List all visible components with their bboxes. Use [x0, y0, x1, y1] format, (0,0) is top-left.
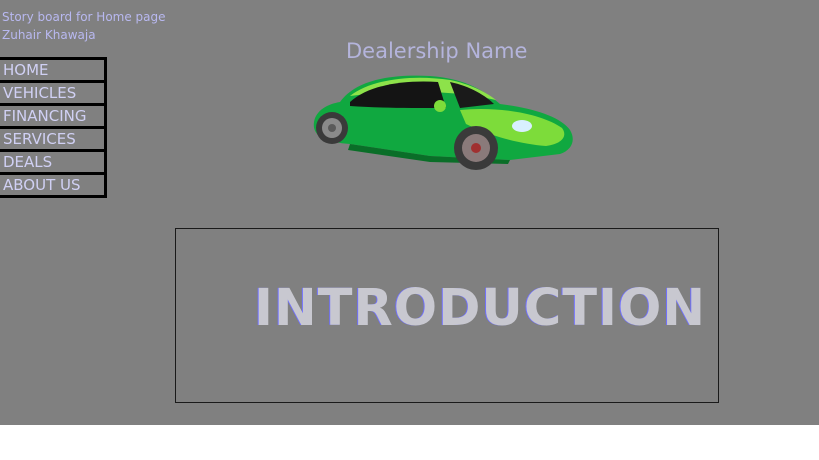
nav-item-home[interactable]: HOME	[0, 60, 104, 83]
car-rear-hub	[328, 124, 336, 132]
introduction-heading: INTRODUCTION	[254, 279, 707, 338]
main-nav: HOME VEHICLES FINANCING SERVICES DEALS A…	[0, 57, 107, 198]
nav-item-deals[interactable]: DEALS	[0, 152, 104, 175]
nav-item-services[interactable]: SERVICES	[0, 129, 104, 152]
dealership-name: Dealership Name	[346, 39, 528, 63]
car-front-hub	[471, 143, 481, 153]
nav-item-vehicles[interactable]: VEHICLES	[0, 83, 104, 106]
car-window	[350, 81, 446, 108]
car-headlight	[512, 120, 532, 132]
car-window-rear	[450, 82, 494, 108]
introduction-section: INTRODUCTION	[175, 228, 719, 403]
storyboard-canvas: Story board for Home page Zuhair Khawaja…	[0, 0, 819, 425]
car-icon	[313, 75, 573, 170]
nav-item-about-us[interactable]: ABOUT US	[3, 176, 81, 194]
nav-item-financing[interactable]: FINANCING	[0, 106, 104, 129]
storyboard-title: Story board for Home page	[2, 10, 166, 24]
car-hood-highlight	[460, 108, 565, 146]
car-mirror	[434, 100, 446, 112]
storyboard-author: Zuhair Khawaja	[2, 28, 96, 42]
